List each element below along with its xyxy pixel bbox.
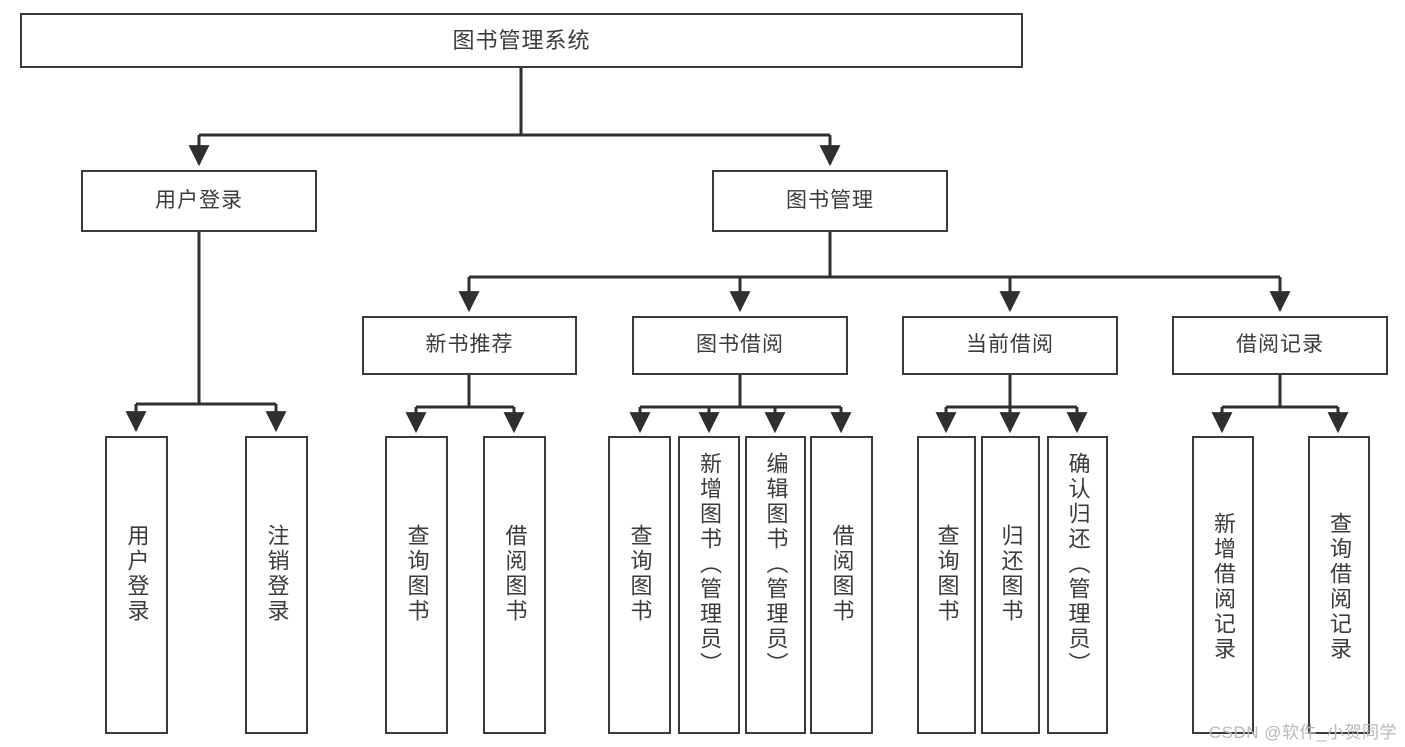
node-label: 当前借阅 xyxy=(966,333,1054,357)
node-label: 注销登录 xyxy=(264,524,290,624)
node-book-borrow[interactable]: 图书借阅 xyxy=(632,316,848,375)
leaf-borrow-borrow-book[interactable]: 借阅图书 xyxy=(810,436,873,734)
leaf-current-return-book[interactable]: 归还图书 xyxy=(981,436,1040,734)
node-label: 新增借阅记录 xyxy=(1211,512,1236,662)
node-label: 图书管理系统 xyxy=(452,27,591,53)
leaf-current-query-book[interactable]: 查询图书 xyxy=(917,436,976,734)
node-label: 查询借阅记录 xyxy=(1327,512,1352,662)
node-label: 查询图书 xyxy=(404,524,430,624)
node-label: 查询图书 xyxy=(934,524,960,624)
leaf-recommend-query-book[interactable]: 查询图书 xyxy=(385,436,448,734)
leaf-user-login-login[interactable]: 用户登录 xyxy=(105,436,168,734)
node-label: 归还图书 xyxy=(998,524,1024,624)
node-label: 用户登录 xyxy=(124,524,150,624)
node-label: 新增图书（管理员） xyxy=(697,452,722,677)
node-new-book-recommend[interactable]: 新书推荐 xyxy=(362,316,577,375)
node-label: 借阅图书 xyxy=(502,524,528,624)
node-label: 借阅图书 xyxy=(829,524,855,624)
node-label: 查询图书 xyxy=(627,524,653,624)
node-book-management[interactable]: 图书管理 xyxy=(712,170,948,232)
node-borrow-record[interactable]: 借阅记录 xyxy=(1172,316,1388,375)
node-label: 新书推荐 xyxy=(425,333,514,357)
node-label: 确认归还（管理员） xyxy=(1065,452,1091,677)
node-label: 图书借阅 xyxy=(696,333,784,357)
node-book-management-system[interactable]: 图书管理系统 xyxy=(20,13,1023,68)
leaf-borrow-add-book-admin[interactable]: 新增图书（管理员） xyxy=(678,436,740,734)
node-user-login[interactable]: 用户登录 xyxy=(81,170,317,232)
node-label: 图书管理 xyxy=(786,188,874,212)
leaf-record-add-borrow-record[interactable]: 新增借阅记录 xyxy=(1192,436,1254,734)
leaf-borrow-edit-book-admin[interactable]: 编辑图书（管理员） xyxy=(745,436,806,734)
leaf-current-confirm-return-admin[interactable]: 确认归还（管理员） xyxy=(1047,436,1108,734)
leaf-recommend-borrow-book[interactable]: 借阅图书 xyxy=(483,436,546,734)
leaf-record-query-borrow-record[interactable]: 查询借阅记录 xyxy=(1308,436,1370,734)
node-current-borrow[interactable]: 当前借阅 xyxy=(902,316,1118,375)
node-label: 借阅记录 xyxy=(1236,333,1324,357)
leaf-user-login-logout[interactable]: 注销登录 xyxy=(245,436,308,734)
node-label: 用户登录 xyxy=(155,188,243,212)
leaf-borrow-query-book[interactable]: 查询图书 xyxy=(608,436,671,734)
node-label: 编辑图书（管理员） xyxy=(763,452,789,677)
